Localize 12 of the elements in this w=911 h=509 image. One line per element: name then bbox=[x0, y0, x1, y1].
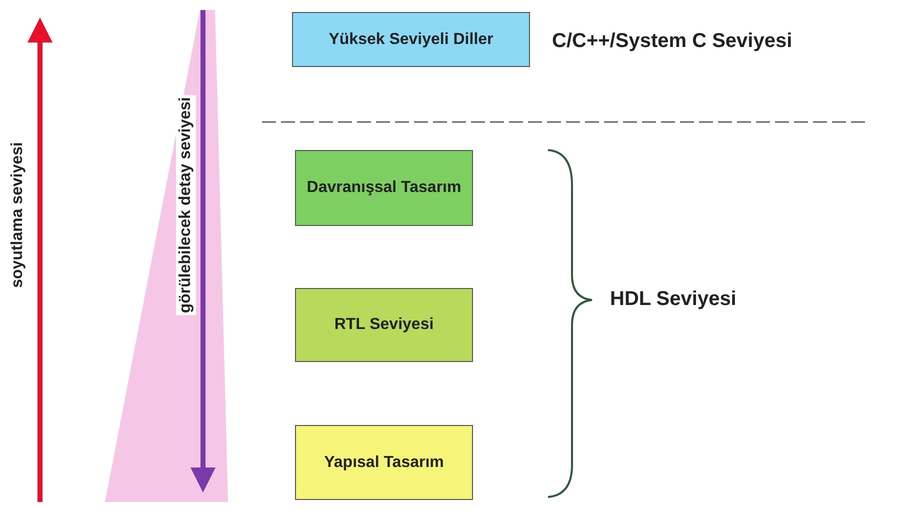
level-heading: C/C++/System C Seviyesi bbox=[552, 30, 792, 53]
box-label: Yüksek Seviyeli Diller bbox=[328, 30, 494, 48]
box-label: Davranışsal Tasarım bbox=[306, 179, 462, 197]
axis-label: görülebilecek detay seviyesi bbox=[176, 95, 196, 316]
level-box bbox=[292, 12, 530, 67]
level-box bbox=[295, 425, 473, 500]
box-label: RTL Seviyesi bbox=[334, 316, 434, 334]
level-box bbox=[295, 288, 473, 362]
level-box bbox=[295, 150, 473, 226]
level-heading: HDL Seviyesi bbox=[610, 288, 736, 311]
box-label: Yapısal Tasarım bbox=[324, 454, 444, 472]
axis-label: soyutlama seviyesi bbox=[8, 140, 28, 290]
